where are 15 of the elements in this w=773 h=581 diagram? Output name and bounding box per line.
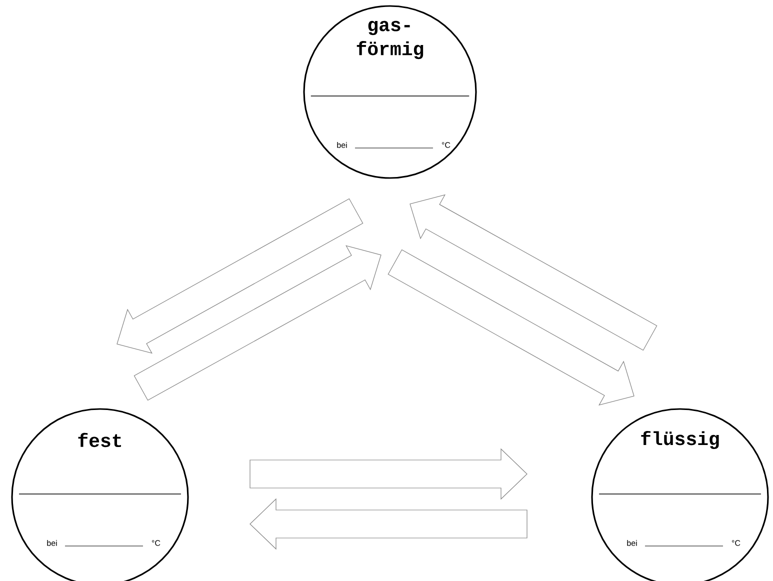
- state-name: fest: [78, 432, 121, 448]
- block-arrow: [250, 448, 528, 500]
- unit-label: °C: [732, 540, 740, 546]
- block-arrow: [134, 245, 382, 401]
- block-arrow: [116, 198, 364, 354]
- temperature-prefix: bei: [627, 540, 637, 546]
- block-arrow: [410, 194, 658, 351]
- temperature-prefix: bei: [47, 540, 57, 546]
- unit-label: °C: [152, 540, 160, 546]
- unit-label: °C: [442, 142, 450, 148]
- temperature-prefix: bei: [337, 142, 347, 148]
- block-arrow: [250, 498, 528, 550]
- state-name: gas- förmig: [356, 20, 424, 60]
- state-name: flüssig: [641, 430, 719, 450]
- block-arrow: [388, 249, 634, 406]
